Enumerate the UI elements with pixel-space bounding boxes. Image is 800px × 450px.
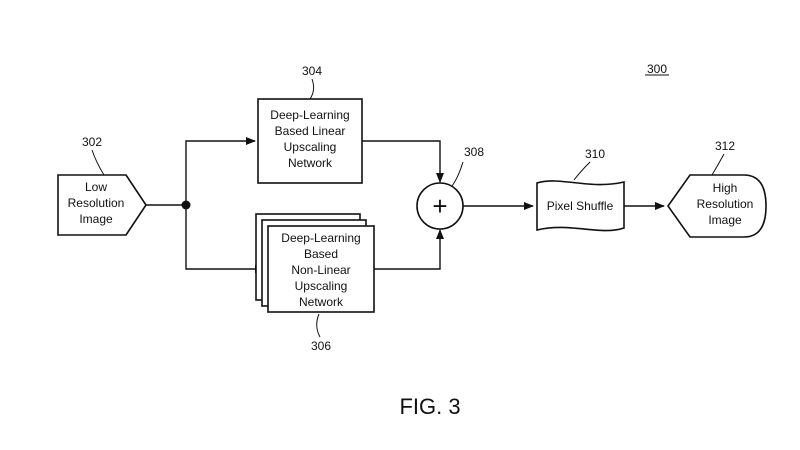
nonlinear-upscaling-network-stack: Deep-Learning Based Non-Linear Upscaling… [255,213,375,313]
figure-ref-number: 300 [647,62,667,76]
pixel-shuffle-node: Pixel Shuffle [536,180,625,232]
connector-nonlinear-to-adder [374,229,444,270]
low-res-label-line: Resolution [68,196,125,210]
leader-304 [309,78,315,100]
connector-to-linear [185,137,256,205]
nonlinear-label-line: Deep-Learning [281,231,360,245]
ref-306: 306 [311,339,331,353]
plus-icon: + [432,191,447,221]
ref-312: 312 [715,139,735,153]
low-res-label-line: Image [79,212,113,226]
adder-node: + [416,182,464,230]
pixel-shuffle-label: Pixel Shuffle [547,199,614,213]
ref-302: 302 [82,135,102,149]
nonlinear-label-line: Upscaling [295,279,348,293]
leader-310 [573,161,591,181]
ref-310: 310 [585,147,605,161]
linear-label-line: Network [288,156,333,170]
connector-linear-to-adder [362,140,444,183]
leader-306 [316,313,321,338]
low-res-image-node: Low Resolution Image [57,174,147,236]
connector-to-nonlinear [185,205,265,273]
ref-304: 304 [302,64,322,78]
linear-label-line: Deep-Learning [270,108,349,122]
leader-312 [711,153,725,176]
linear-upscaling-network-box: Deep-Learning Based Linear Upscaling Net… [257,98,363,184]
nonlinear-label-line: Network [299,295,344,309]
linear-label-line: Based Linear [275,124,346,138]
low-res-label-line: Low [85,180,107,194]
nonlinear-label-line: Based [304,247,338,261]
leader-308 [451,161,464,187]
leader-302 [91,149,105,176]
high-res-label-line: Resolution [697,197,754,211]
high-res-label-line: Image [708,213,742,227]
figure-caption: FIG. 3 [399,394,460,419]
nonlinear-label-line: Non-Linear [291,263,350,277]
ref-308: 308 [464,145,484,159]
high-res-label-line: High [713,181,738,195]
high-res-image-node: High Resolution Image [667,174,767,238]
linear-label-line: Upscaling [284,140,337,154]
